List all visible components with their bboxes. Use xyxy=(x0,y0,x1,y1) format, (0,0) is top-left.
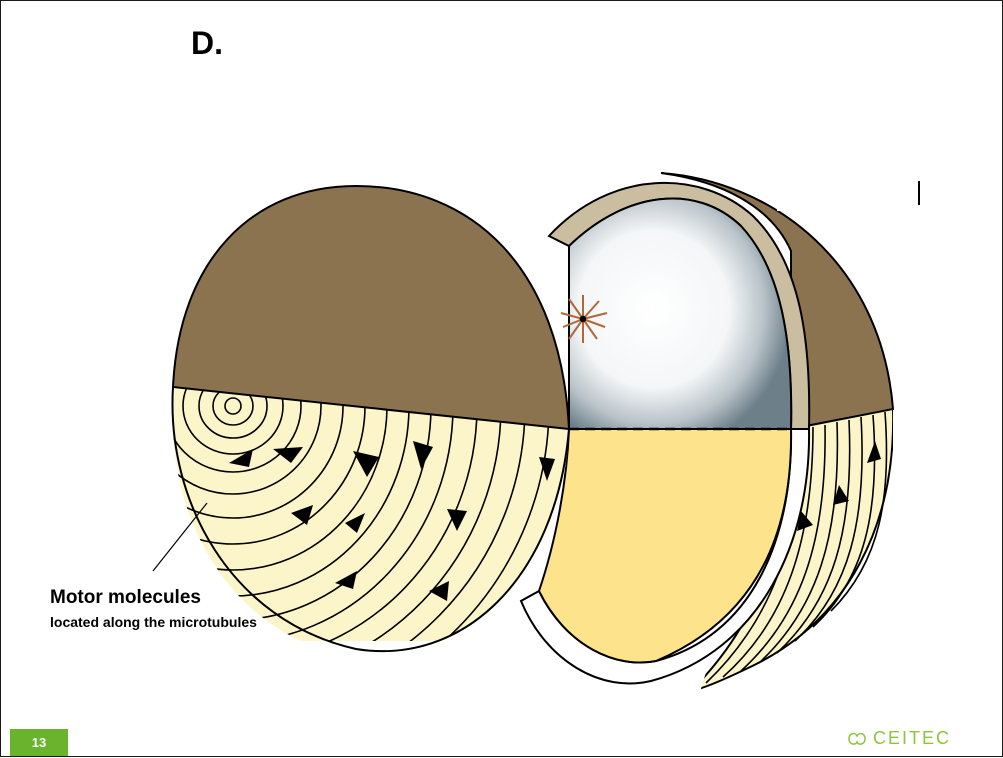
ceitec-logo: CEITEC xyxy=(846,728,951,749)
ceitec-leaf-logo-icon xyxy=(846,730,868,748)
right-half xyxy=(521,173,919,691)
motor-molecules-sublabel: located along the microtubules xyxy=(50,614,257,630)
logo-text: CEITEC xyxy=(873,728,951,749)
page-number-badge: 13 xyxy=(10,729,68,756)
page-number: 13 xyxy=(32,735,46,750)
white-mark xyxy=(777,197,799,211)
left-brown-cap xyxy=(173,186,569,429)
motor-molecules-label: Motor molecules xyxy=(50,587,201,609)
